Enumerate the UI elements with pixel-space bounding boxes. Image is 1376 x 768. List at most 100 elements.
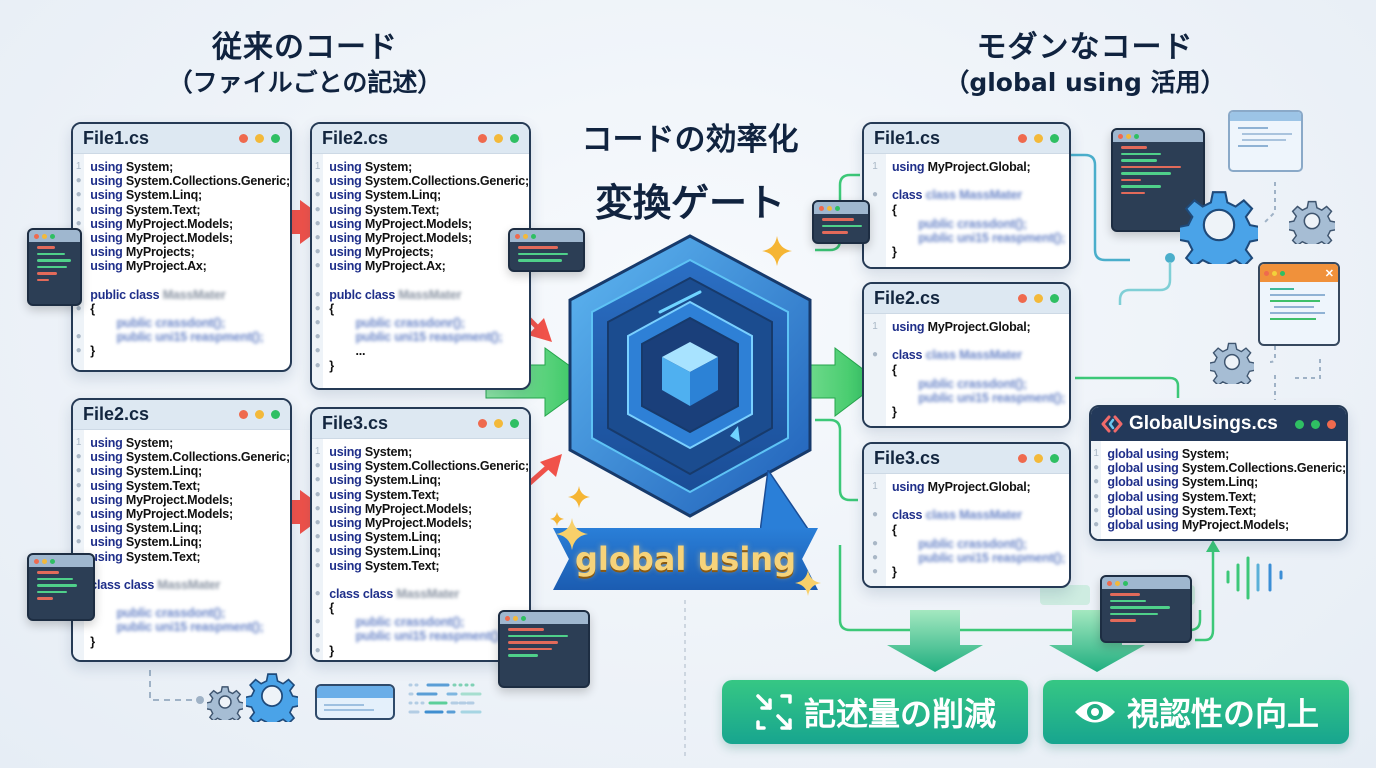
keyword: class class <box>90 577 155 592</box>
brace: { <box>329 601 334 616</box>
maximize-dot-icon[interactable] <box>510 134 519 143</box>
code-line: public crassdont(); <box>892 217 1065 231</box>
brace: } <box>892 565 897 580</box>
arrowhead <box>1206 540 1220 552</box>
minimize-dot-icon[interactable] <box>1034 294 1043 303</box>
namespace: System.Text; <box>125 202 201 217</box>
benefit-readability: 視認性の向上 <box>1043 680 1349 744</box>
minimize-dot-icon[interactable] <box>255 134 264 143</box>
modern-file-window[interactable]: File2.cs 1● using MyProject.Global;class… <box>862 282 1071 428</box>
code-line: public crassdont(); <box>329 615 529 629</box>
signal-bars-icon <box>1226 556 1283 600</box>
code-line: public crassdont(); <box>892 537 1065 551</box>
legacy-file-window[interactable]: File1.cs 1●●●●●●●●●●● using System;using… <box>71 122 292 372</box>
connector-line <box>815 418 858 502</box>
close-dot-icon[interactable] <box>1327 419 1336 429</box>
close-dot-icon[interactable] <box>1018 134 1027 143</box>
code-line: class class MassMater <box>892 508 1065 522</box>
code-line: using System.Linq; <box>329 530 529 544</box>
global-using-badge: global using <box>553 528 818 590</box>
namespace: System.Collections.Generic; <box>364 174 529 189</box>
keyword: using <box>90 478 123 493</box>
window-titlebar: File2.cs <box>312 124 529 154</box>
legacy-file-window[interactable]: File2.cs 1●●●●●●●● using System;using Sy… <box>71 398 292 662</box>
keyword: using <box>329 245 362 260</box>
status-dot-icon[interactable] <box>1311 419 1320 429</box>
namespace: System; <box>364 160 413 174</box>
brace: { <box>90 301 95 316</box>
window-controls <box>239 134 280 143</box>
code-line: public crassdont(); <box>90 606 290 620</box>
namespace: MyProject.Models; <box>125 216 233 231</box>
code-line: using MyProject.Global; <box>892 320 1065 334</box>
window-controls <box>478 419 519 428</box>
keyword: global using <box>1107 475 1179 490</box>
modern-file-window[interactable]: File1.cs 1● using MyProject.Global;class… <box>862 122 1071 269</box>
maximize-dot-icon[interactable] <box>1050 134 1059 143</box>
close-dot-icon[interactable] <box>478 134 487 143</box>
code-line: class class MassMater <box>329 587 529 601</box>
code-line: global using System.Collections.Generic; <box>1107 461 1346 475</box>
code-line: } <box>329 359 529 373</box>
maximize-dot-icon[interactable] <box>271 134 280 143</box>
minimize-dot-icon[interactable] <box>255 410 264 419</box>
namespace: System.Text; <box>1181 503 1257 518</box>
window-controls <box>1295 419 1336 429</box>
maximize-dot-icon[interactable] <box>1050 454 1059 463</box>
namespace: System.Collections.Generic; <box>364 459 529 474</box>
method-line: public crassdont(); <box>918 216 1027 231</box>
maximize-dot-icon[interactable] <box>271 410 280 419</box>
keyword: class <box>892 348 923 363</box>
window-controls <box>1018 294 1059 303</box>
modern-file-window[interactable]: File3.cs 1●●●● using MyProject.Global;cl… <box>862 442 1071 588</box>
namespace: System.Text; <box>364 202 440 217</box>
close-dot-icon[interactable] <box>1018 294 1027 303</box>
code-line: using System.Linq; <box>329 188 529 202</box>
keyword: using <box>90 506 123 521</box>
mini-code-window <box>498 610 590 688</box>
minimize-dot-icon[interactable] <box>494 419 503 428</box>
global-usings-window[interactable]: GlobalUsings.cs 1●●●●● global using Syst… <box>1089 405 1348 541</box>
minimize-dot-icon[interactable] <box>1034 454 1043 463</box>
benefit-reduce-code: 記述量の削減 <box>722 680 1028 744</box>
brace: { <box>892 202 897 217</box>
code-line: using MyProject.Models; <box>329 516 529 530</box>
code-editor: using MyProject.Global;class class MassM… <box>886 154 1065 267</box>
keyword: using <box>90 188 123 203</box>
namespace: System.Linq; <box>364 188 441 203</box>
sparkle-icon <box>550 512 564 526</box>
legacy-file-window[interactable]: File2.cs 1●●●●●●●●●●●●● using System;usi… <box>310 122 531 390</box>
namespace: System.Collections.Generic; <box>125 450 290 465</box>
close-dot-icon[interactable] <box>239 410 248 419</box>
code-line: using MyProject.Ax; <box>329 259 529 273</box>
code-line: using System; <box>329 160 529 174</box>
legacy-heading: 従来のコード （ファイルごとの記述） <box>130 30 480 100</box>
modern-subtitle: （global using 活用） <box>944 68 1226 97</box>
maximize-dot-icon[interactable] <box>510 419 519 428</box>
blank-line <box>329 573 529 587</box>
close-dot-icon[interactable] <box>478 419 487 428</box>
keyword: global using <box>1107 503 1179 518</box>
code-line: using MyProjects; <box>90 245 290 259</box>
legacy-file-window[interactable]: File3.cs 1●●●●●●●●●●●● using System;usin… <box>310 407 531 662</box>
blank-line <box>892 334 1065 348</box>
file-name: GlobalUsings.cs <box>1129 413 1278 434</box>
close-dot-icon[interactable] <box>1018 454 1027 463</box>
minimize-dot-icon[interactable] <box>1034 134 1043 143</box>
global-using-label: global using <box>575 540 796 578</box>
keyword: using <box>329 230 362 245</box>
close-dot-icon[interactable] <box>239 134 248 143</box>
status-dot-icon[interactable] <box>1295 419 1304 429</box>
blank-line <box>90 564 290 578</box>
minimize-dot-icon[interactable] <box>494 134 503 143</box>
namespace: MyProject.Global; <box>927 160 1031 174</box>
window-titlebar: File2.cs <box>73 400 290 430</box>
blank-line <box>329 274 529 288</box>
ellipsis: ... <box>355 344 366 359</box>
namespace: MyProject.Models; <box>125 492 233 507</box>
code-line: global using System.Text; <box>1107 490 1346 504</box>
code-line: } <box>90 635 290 649</box>
keyword: using <box>329 501 362 516</box>
maximize-dot-icon[interactable] <box>1050 294 1059 303</box>
keyword: public class <box>90 287 160 302</box>
